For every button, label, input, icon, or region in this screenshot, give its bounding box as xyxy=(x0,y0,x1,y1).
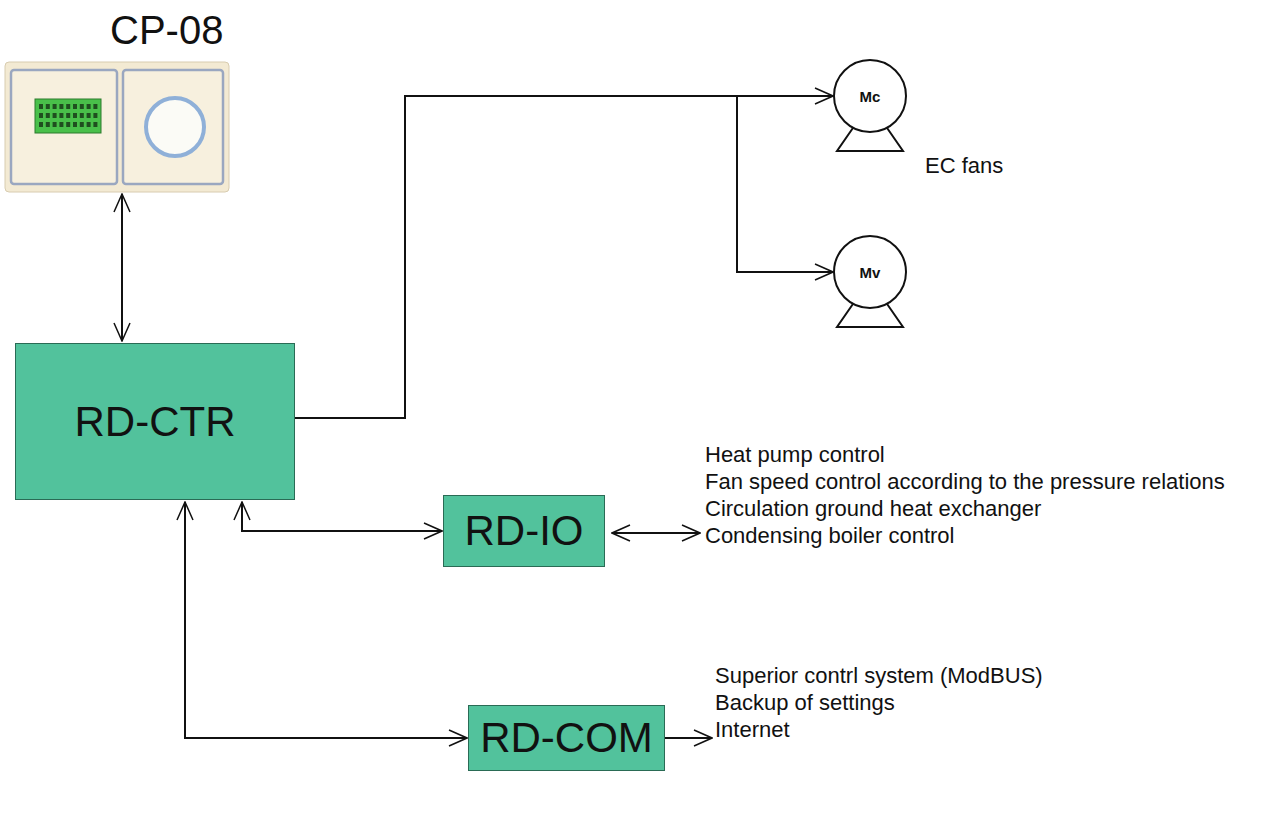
node-label: RD-COM xyxy=(480,714,653,762)
fan-group-label: EC fans xyxy=(925,152,1125,179)
device-title: CP-08 xyxy=(110,8,223,53)
label-group: Heat pump controlFan speed control accor… xyxy=(705,441,1250,549)
node-label: RD-IO xyxy=(465,507,584,555)
io-arrow xyxy=(612,533,700,534)
io-function-label: Circulation ground heat exchanger xyxy=(705,495,1250,522)
node-label: Mc xyxy=(833,59,907,133)
connector xyxy=(295,96,833,418)
com-function-label: Internet xyxy=(715,716,1245,743)
controller-box: RD-CTR xyxy=(15,343,295,500)
label-group: Superior contrl system (ModBUS)Backup of… xyxy=(715,662,1245,743)
io-function-label: Fan speed control according to the press… xyxy=(705,468,1250,495)
io-module-box: RD-IO xyxy=(443,495,605,567)
io-function-label: Heat pump control xyxy=(705,441,1250,468)
connector xyxy=(121,194,123,341)
node-label: RD-CTR xyxy=(75,398,236,446)
fan-motor: Mc xyxy=(833,59,907,133)
fan-motor: Mv xyxy=(833,235,907,309)
com-function-label: Superior contrl system (ModBUS) xyxy=(715,662,1245,689)
connector xyxy=(295,96,833,418)
connector xyxy=(185,502,467,738)
node-label: Mv xyxy=(833,235,907,309)
com-function-label: Backup of settings xyxy=(715,689,1245,716)
io-function-label: Condensing boiler control xyxy=(705,522,1250,549)
com-module-box: RD-COM xyxy=(468,705,665,771)
control-panel: CP-08 xyxy=(5,8,230,192)
label-group: EC fans xyxy=(925,152,1125,179)
connector xyxy=(242,502,442,531)
